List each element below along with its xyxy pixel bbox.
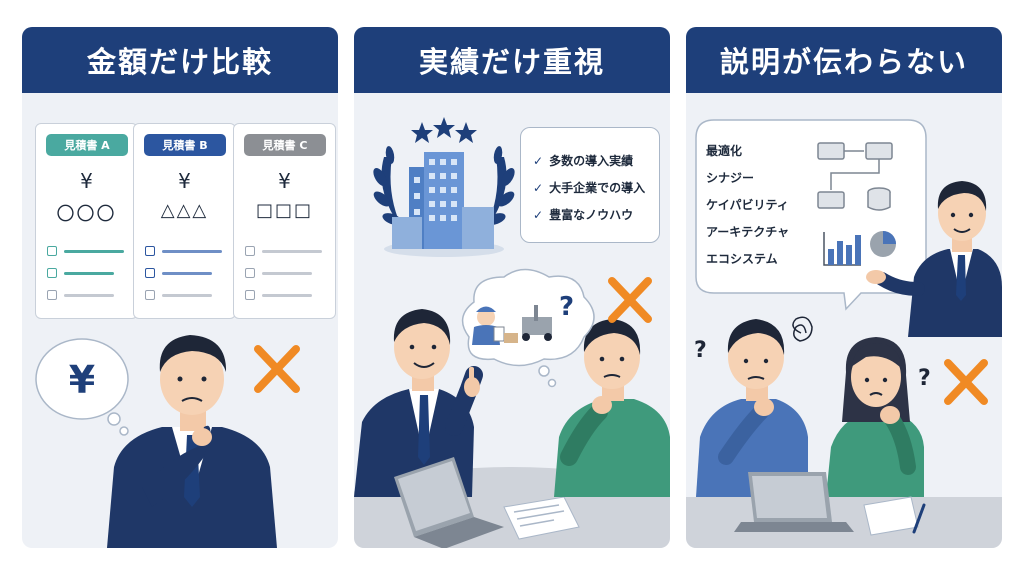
panel-title: 金額だけ比較 [22,27,338,93]
quote-card-b: 見積書 B ¥ △△△ [133,123,236,319]
quote-symbols: △△△ [160,200,209,221]
check-icon [245,268,255,278]
bar-chart-icon [823,232,861,266]
building-icon [384,152,504,257]
jargon-term: アーキテクチャ [706,225,790,239]
check-icon: ✓ [533,181,544,195]
cross-icon [608,277,652,323]
yen-icon: ¥ [69,358,95,402]
list-line [262,272,312,275]
quote-card-c: 見積書 C ¥ □□□ [233,123,336,319]
list-line [162,272,212,275]
star-icon [411,117,477,143]
document-icon [863,496,926,536]
panel-1-illustration: ¥ [35,335,300,548]
check-icon [145,268,155,278]
panel-track-record-only: 実績だけ重視 [354,27,670,548]
confused-man-figure [696,319,808,497]
list-line [64,250,124,253]
panel-poor-explanation: 説明が伝わらない [686,27,1002,548]
list-line [262,250,322,253]
check-icon [145,246,155,256]
businessman-figure [354,309,483,497]
question-icon: ? [918,366,931,391]
speech-bubble [695,119,927,311]
question-icon: ? [694,338,707,363]
list-line [64,294,114,297]
panel-2-illustration: ? [354,117,670,548]
list-line [64,272,114,275]
panel-price-only: 金額だけ比較 見積書 A ¥ 〇〇〇 見積書 B ¥ △△△ 見積書 C ¥ □… [22,27,338,548]
achievement-item: ✓多数の導入実績 [533,154,634,168]
confusion-scribble-icon [792,316,813,342]
thought-bubble: ¥ [35,338,129,436]
list-line [162,250,222,253]
quote-card-a: 見積書 A ¥ 〇〇〇 [35,123,138,319]
quote-label: 見積書 C [244,134,326,156]
check-icon: ✓ [533,208,544,222]
check-icon [47,268,57,278]
check-icon: ✓ [533,154,544,168]
quote-label: 見積書 A [46,134,128,156]
cross-icon [944,359,988,405]
cross-icon [254,345,300,393]
achievements-box: ✓多数の導入実績 ✓大手企業での導入 ✓豊富なノウハウ [520,127,660,243]
laptop-icon [394,457,504,548]
thought-bubble: ? [461,268,595,388]
confused-woman-figure [826,337,924,497]
check-icon [145,290,155,300]
check-icon [245,290,255,300]
quote-symbols: □□□ [255,200,314,221]
presenter-figure [866,181,1002,337]
achievement-item: ✓豊富なノウハウ [533,208,634,222]
flowchart-icon [817,142,893,211]
client-figure [554,319,670,497]
panel-title: 実績だけ重視 [354,27,670,93]
yen-icon: ¥ [178,169,191,193]
jargon-term: エコシステム [706,252,778,266]
list-line [162,294,212,297]
document-icon [503,496,580,540]
laptop-icon [734,472,854,532]
check-icon [245,246,255,256]
question-icon: ? [559,292,574,322]
yen-icon: ¥ [278,169,291,193]
achievement-item: ✓大手企業での導入 [533,181,646,195]
yen-icon: ¥ [80,169,93,193]
pie-chart-icon [870,231,896,257]
panel-3-illustration: ? ? [686,119,1002,548]
quote-symbols: 〇〇〇 [56,204,117,225]
quote-label: 見積書 B [144,134,226,156]
check-icon [47,290,57,300]
jargon-term: ケイパビリティ [706,198,789,212]
jargon-term: 最適化 [706,144,743,158]
check-icon [47,246,57,256]
businessman-figure [107,335,277,548]
list-line [262,294,312,297]
jargon-term: シナジー [706,171,755,185]
panel-title: 説明が伝わらない [686,27,1002,93]
